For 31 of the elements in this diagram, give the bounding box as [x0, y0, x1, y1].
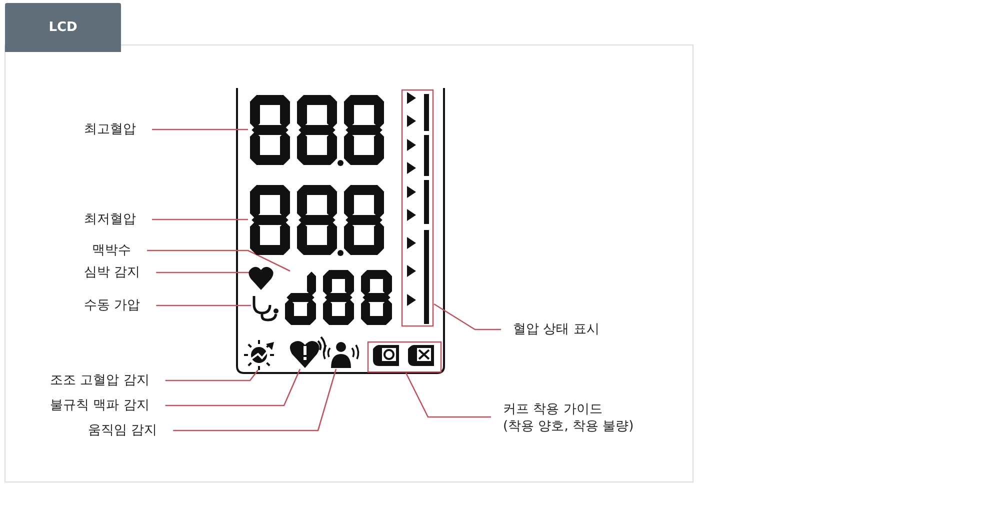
callout-label: 불규칙 맥파 감지: [50, 397, 150, 414]
digit-display: [285, 270, 392, 325]
leader-line: [165, 368, 301, 406]
leader-line: [165, 370, 259, 382]
callout-label: 최저혈압: [84, 211, 136, 228]
digit-display: [250, 185, 384, 256]
leader-line: [152, 128, 248, 130]
stethoscope-icon: [252, 294, 278, 322]
callout-label: 맥박수: [92, 242, 131, 259]
callout-label: 혈압 상태 표시: [513, 321, 600, 338]
leader-line: [152, 218, 248, 220]
heart-icon: [290, 336, 326, 368]
person-icon: [322, 342, 360, 368]
leader-line: [156, 304, 251, 306]
callout-label: 조조 고혈압 감지: [50, 372, 150, 389]
leader-line: [156, 272, 249, 274]
indicator-box: [367, 341, 442, 373]
indicator-box: [401, 89, 434, 327]
callout-label: 심박 감지: [84, 264, 140, 281]
callout-label: 커프 착용 가이드 (착용 양호, 착용 불량): [503, 401, 634, 435]
heart-icon: [248, 266, 274, 290]
callout-label: 최고혈압: [84, 121, 136, 138]
leader-line: [405, 372, 491, 418]
leader-line: [434, 303, 501, 330]
digit-display: [250, 95, 384, 166]
callout-label: 수동 가압: [84, 297, 140, 314]
callout-label: 움직임 감지: [88, 422, 158, 439]
leader-line: [173, 368, 337, 432]
tab-title: LCD: [5, 3, 121, 52]
leader-line: [147, 250, 290, 272]
sun-icon: [244, 340, 274, 370]
